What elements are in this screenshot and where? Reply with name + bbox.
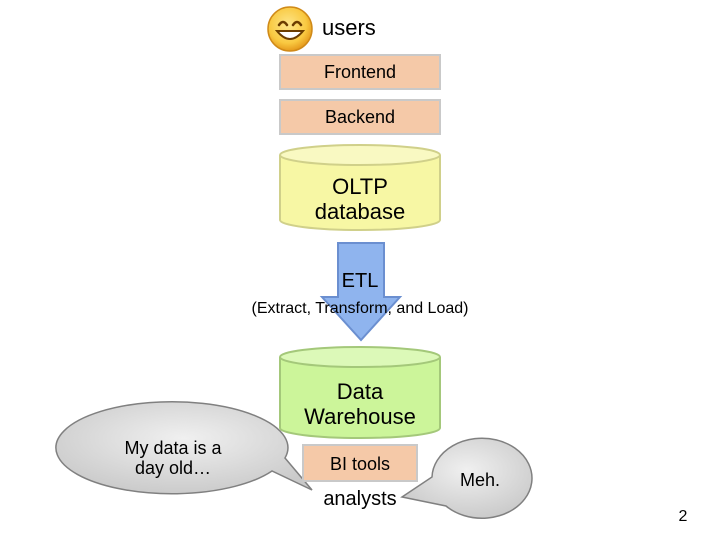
bi-tools-box: BI tools [302,444,418,482]
smiley-face-icon [267,6,313,52]
bi-tools-label: BI tools [329,454,391,474]
data-warehouse-label: Data Warehouse [304,379,416,429]
analysts-label: analysts [323,488,397,510]
etl-subtitle: (Extract, Transform, and Load) [251,300,469,317]
backend-label: Backend [324,106,396,127]
right-speech-bubble [400,437,533,519]
right-bubble-text: Meh. [459,470,501,490]
users-label: users [322,15,376,40]
page-number: 2 [678,508,688,525]
oltp-database-cylinder [279,144,441,231]
etl-label: ETL [341,270,379,292]
frontend-label: Frontend [323,61,397,82]
frontend-box: Frontend [279,54,441,90]
etl-arrow [319,242,403,342]
backend-box: Backend [279,99,441,135]
left-bubble-text: My data is a day old… [124,438,222,479]
left-speech-bubble [55,401,313,495]
data-warehouse-cylinder [279,346,441,439]
oltp-database-label: OLTP database [314,174,406,224]
